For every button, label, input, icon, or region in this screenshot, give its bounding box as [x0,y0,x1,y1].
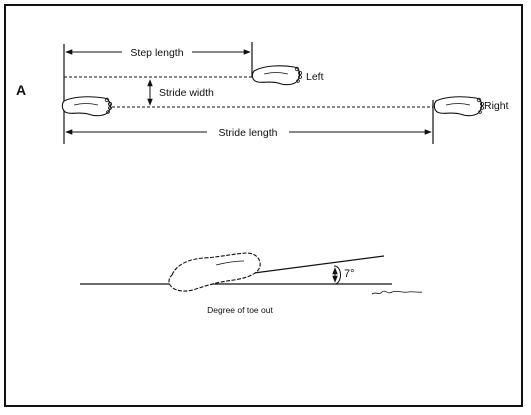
toe-out-caption: Degree of toe out [207,305,273,315]
right-footprint-start [61,96,113,117]
stride-width-label: Stride width [159,87,214,99]
figure-frame: A Step length Stride width Left [4,4,523,407]
step-length-label: Step length [130,47,183,59]
left-footprint [251,65,302,86]
angle-arc [333,265,341,285]
artist-signature [371,290,423,295]
angle-label: 7° [344,268,355,280]
panel-label: A [16,82,26,98]
gait-diagram: A Step length Stride width Left [16,42,509,315]
right-foot-label: Right [484,100,509,112]
toe-out-footprint [168,252,261,292]
stride-length-label: Stride length [219,127,278,139]
left-foot-label: Left [306,71,324,83]
right-footprint-end [433,96,484,117]
